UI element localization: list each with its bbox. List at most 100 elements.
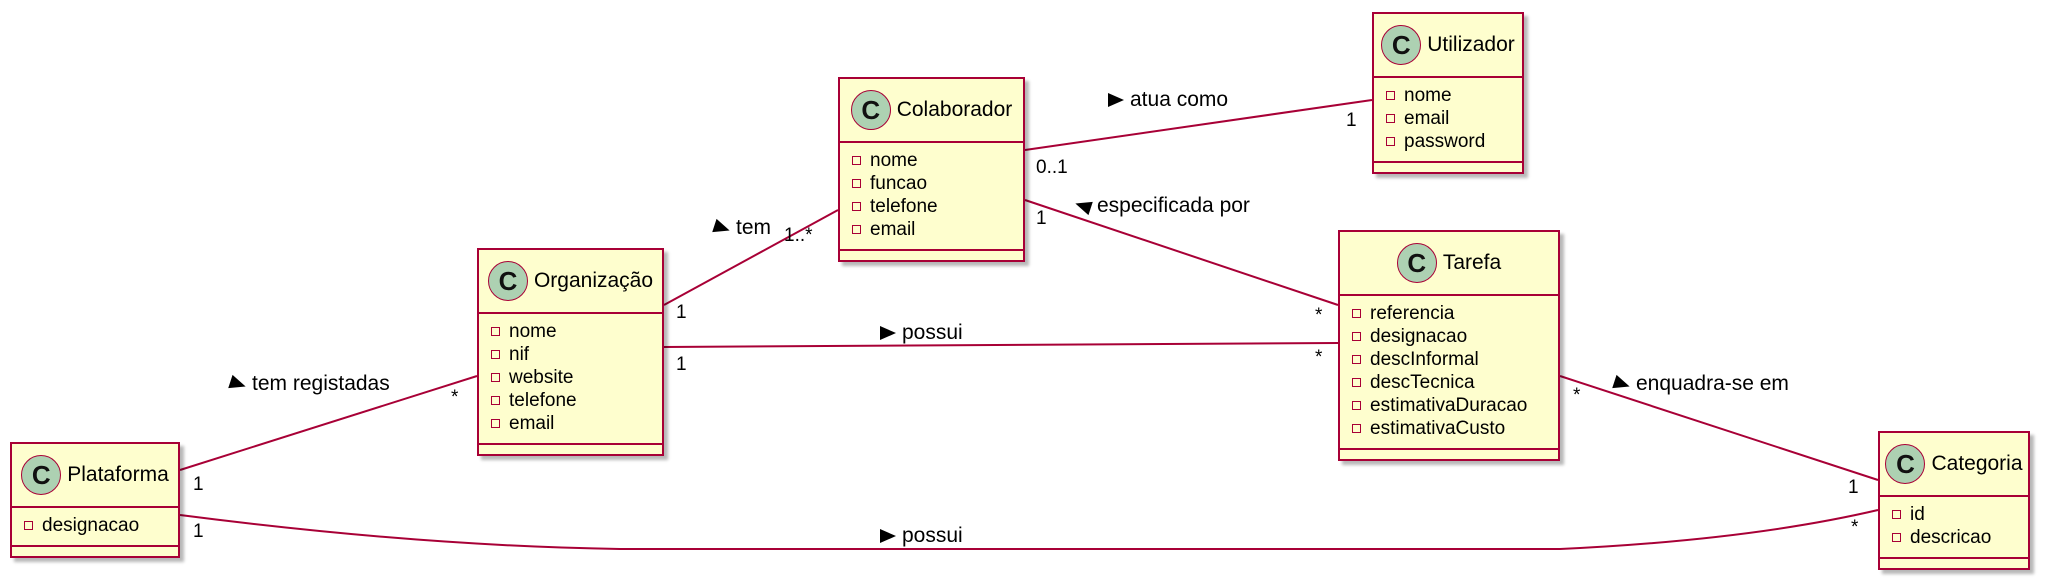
attribute: email — [479, 412, 662, 435]
operation-list — [1880, 559, 2028, 568]
class-plataforma[interactable]: C Plataforma designacao — [10, 442, 180, 558]
attribute: email — [840, 218, 1023, 241]
attribute: funcao — [840, 172, 1023, 195]
association-label-enquadra-se-em: enquadra-se em — [1612, 373, 1789, 394]
class-name: Organização — [533, 269, 654, 292]
class-name: Colaborador — [896, 98, 1013, 121]
operation-list — [1340, 450, 1558, 459]
class-header: C Colaborador — [840, 79, 1023, 143]
private-visibility-icon — [491, 396, 500, 405]
attribute: telefone — [479, 389, 662, 412]
link-tem — [663, 209, 839, 306]
multiplicity-colaborador-tem: 1..* — [784, 225, 813, 246]
attribute: designacao — [12, 514, 178, 537]
private-visibility-icon — [1892, 510, 1901, 519]
operation-list — [479, 445, 662, 454]
attribute: descTecnica — [1340, 371, 1558, 394]
class-header: C Organização — [479, 250, 662, 314]
attribute: email — [1374, 107, 1522, 130]
multiplicity-utilizador: 1 — [1346, 110, 1357, 131]
attribute: nome — [479, 320, 662, 343]
private-visibility-icon — [491, 419, 500, 428]
class-header: C Tarefa — [1340, 232, 1558, 296]
class-c-icon: C — [850, 90, 891, 130]
private-visibility-icon — [1352, 424, 1361, 433]
association-label-especificada-por: especificada por — [1073, 195, 1250, 216]
class-name: Plataforma — [67, 463, 169, 486]
private-visibility-icon — [1386, 137, 1395, 146]
attribute: id — [1880, 503, 2028, 526]
private-visibility-icon — [491, 350, 500, 359]
attribute: telefone — [840, 195, 1023, 218]
class-tarefa[interactable]: C Tarefa referencia designacao descInfor… — [1338, 230, 1560, 461]
link-enquadra-se-em — [1559, 375, 1879, 481]
multiplicity-plataforma-tem-registadas: 1 — [193, 474, 204, 495]
class-name: Utilizador — [1427, 33, 1515, 56]
class-c-icon: C — [487, 261, 528, 301]
operation-list — [840, 251, 1023, 260]
attribute: nome — [840, 149, 1023, 172]
multiplicity-plataforma-possui: 1 — [193, 521, 204, 542]
link-tem-registadas — [179, 375, 478, 471]
private-visibility-icon — [24, 521, 33, 530]
attribute-list: nome nif website telefone email — [479, 314, 662, 445]
class-organizacao[interactable]: C Organização nome nif website telefone … — [477, 248, 664, 456]
attribute: referencia — [1340, 302, 1558, 325]
private-visibility-icon — [1892, 533, 1901, 542]
private-visibility-icon — [852, 225, 861, 234]
multiplicity-categoria-enquadra: 1 — [1848, 477, 1859, 498]
private-visibility-icon — [1386, 114, 1395, 123]
multiplicity-colaborador-especificada: 1 — [1036, 208, 1047, 229]
private-visibility-icon — [852, 202, 861, 211]
attribute: nif — [479, 343, 662, 366]
class-c-icon: C — [1396, 243, 1437, 283]
attribute: website — [479, 366, 662, 389]
private-visibility-icon — [852, 179, 861, 188]
private-visibility-icon — [491, 373, 500, 382]
association-label-tem: tem — [712, 217, 771, 238]
class-categoria[interactable]: C Categoria id descricao — [1878, 431, 2030, 570]
class-utilizador[interactable]: C Utilizador nome email password — [1372, 12, 1524, 174]
attribute-list: nome email password — [1374, 78, 1522, 163]
class-header: C Plataforma — [12, 444, 178, 508]
link-possui-tarefa — [663, 342, 1339, 348]
direction-right-icon — [880, 326, 896, 341]
attribute: password — [1374, 130, 1522, 153]
multiplicity-tarefa-enquadra: * — [1573, 385, 1581, 406]
class-c-icon: C — [21, 455, 62, 495]
multiplicity-organizacao-tem-registadas: * — [451, 387, 459, 408]
private-visibility-icon — [1352, 309, 1361, 318]
operation-list — [12, 547, 178, 556]
direction-right-icon — [1108, 93, 1124, 108]
link-especificada-por — [1024, 199, 1339, 306]
direction-right-icon — [880, 529, 896, 544]
association-label-possui-categoria: possui — [880, 525, 963, 546]
attribute-list: referencia designacao descInformal descT… — [1340, 296, 1558, 450]
private-visibility-icon — [1352, 378, 1361, 387]
link-possui-categoria — [179, 509, 1879, 550]
class-c-icon: C — [1885, 444, 1926, 484]
link-atua-como — [1024, 99, 1373, 151]
attribute: descInformal — [1340, 348, 1558, 371]
multiplicity-organizacao-tem: 1 — [676, 302, 687, 323]
attribute: designacao — [1340, 325, 1558, 348]
operation-list — [1374, 163, 1522, 172]
private-visibility-icon — [1352, 401, 1361, 410]
direction-right-icon — [1612, 375, 1632, 394]
association-label-tem-registadas: tem registadas — [228, 373, 390, 394]
attribute: estimativaCusto — [1340, 417, 1558, 440]
class-name: Categoria — [1931, 452, 2023, 475]
multiplicity-colaborador-atua-como: 0..1 — [1036, 157, 1068, 178]
multiplicity-tarefa-especificada: * — [1315, 305, 1323, 326]
direction-left-icon — [1073, 197, 1093, 216]
direction-right-icon — [228, 375, 248, 394]
class-colaborador[interactable]: C Colaborador nome funcao telefone email — [838, 77, 1025, 262]
multiplicity-organizacao-possui: 1 — [676, 354, 687, 375]
class-name: Tarefa — [1442, 251, 1502, 274]
attribute: descricao — [1880, 526, 2028, 549]
attribute-list: id descricao — [1880, 497, 2028, 559]
association-label-possui-tarefa: possui — [880, 322, 963, 343]
direction-right-icon — [712, 219, 732, 238]
private-visibility-icon — [1352, 332, 1361, 341]
